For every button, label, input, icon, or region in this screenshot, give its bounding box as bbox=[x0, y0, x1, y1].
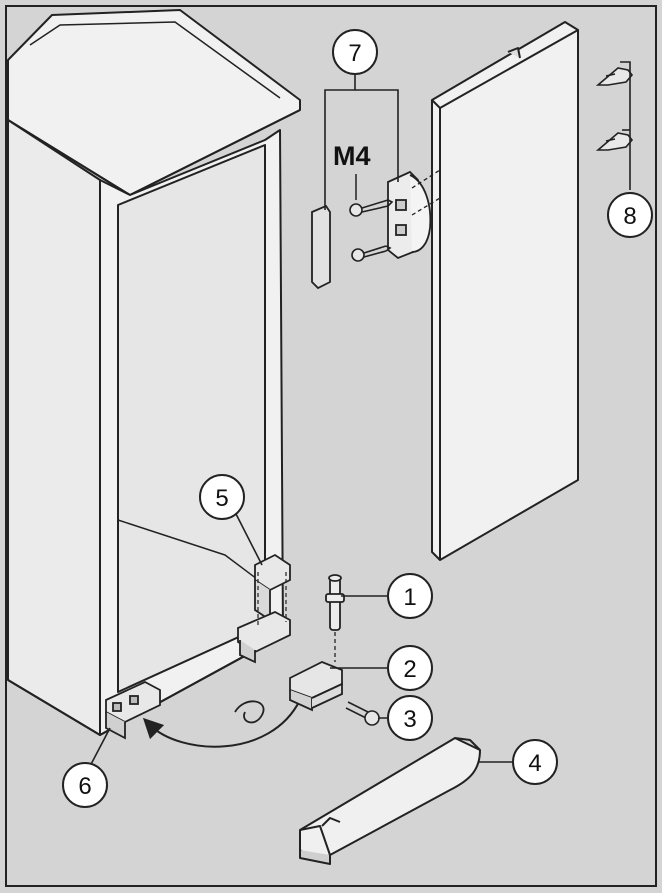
leader-8 bbox=[620, 61, 631, 190]
callout-4-label: 4 bbox=[528, 750, 541, 777]
callout-7: 7 bbox=[332, 29, 378, 75]
diagram-frame bbox=[5, 5, 657, 887]
callout-5-label: 5 bbox=[215, 485, 228, 512]
m4-label: M4 bbox=[333, 141, 371, 171]
leader-5 bbox=[233, 509, 263, 566]
callout-8-label: 8 bbox=[623, 203, 636, 230]
handle-cap bbox=[311, 204, 331, 290]
callout-6: 6 bbox=[62, 762, 108, 808]
relocation-arrow bbox=[142, 699, 301, 748]
fridge-cabinet bbox=[7, 9, 301, 736]
callout-8: 8 bbox=[607, 192, 653, 238]
cabinet-opening bbox=[117, 144, 266, 693]
callout-1-label: 1 bbox=[403, 584, 416, 611]
fridge-door bbox=[431, 21, 579, 561]
leader-7 bbox=[324, 75, 356, 210]
screw-part bbox=[345, 701, 380, 726]
plugs bbox=[595, 67, 634, 151]
callout-2: 2 bbox=[387, 645, 433, 691]
hinge-cover bbox=[299, 737, 481, 865]
callout-7-label: 7 bbox=[348, 40, 361, 67]
callout-3: 3 bbox=[387, 695, 433, 741]
cabinet-side-wall bbox=[7, 119, 101, 736]
lower-hinge-bracket bbox=[289, 632, 343, 712]
callout-2-label: 2 bbox=[403, 656, 416, 683]
m4-screws bbox=[349, 174, 394, 262]
cabinet-lower-hinge bbox=[105, 680, 161, 740]
callout-4: 4 bbox=[512, 739, 558, 785]
door-panel bbox=[431, 21, 579, 561]
callout-6-label: 6 bbox=[78, 773, 91, 800]
callout-1: 1 bbox=[387, 573, 433, 619]
callout-3-label: 3 bbox=[403, 706, 416, 733]
cabinet-hinge-bracket bbox=[237, 553, 291, 664]
callout-5: 5 bbox=[199, 474, 245, 520]
door-handle-parts bbox=[311, 169, 441, 290]
hinge-pin bbox=[325, 574, 345, 631]
